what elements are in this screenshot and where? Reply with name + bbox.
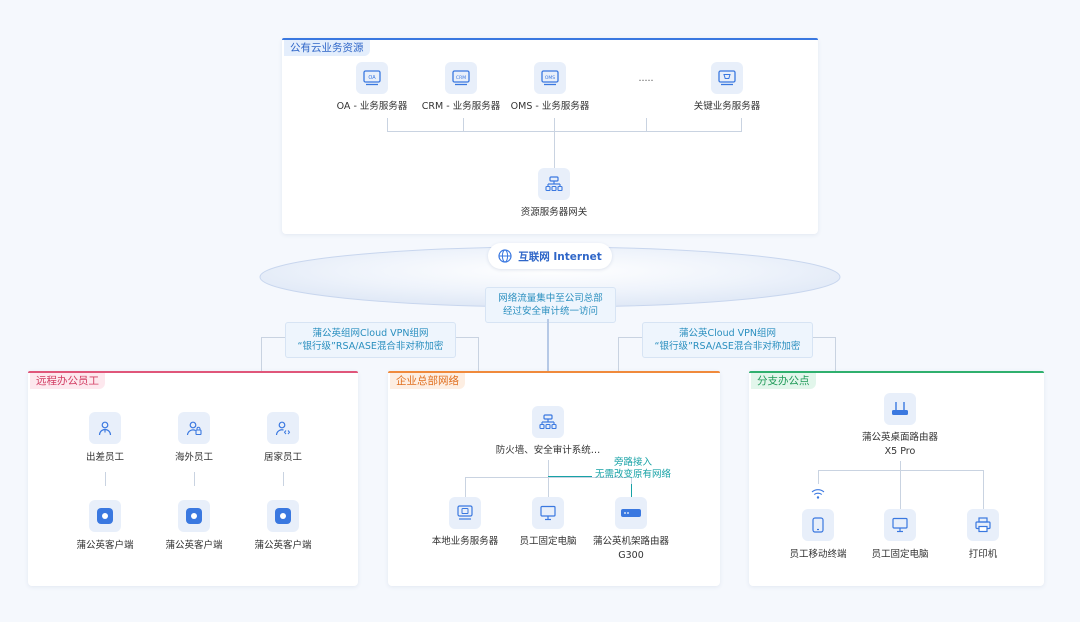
desktop-router-label: 蒲公英桌面路由器 X5 Pro [862, 431, 938, 459]
overseas-user-label: 海外员工 [174, 452, 214, 463]
bypass-line [548, 476, 592, 477]
branch-desktop-label: 员工固定电脑 [871, 549, 929, 560]
branch-panel: 分支办公点 [749, 371, 1044, 586]
bypass-line2: 无需改变原有网络 [594, 469, 672, 480]
home-user-label: 居家员工 [263, 452, 303, 463]
server-ellipsis: ..... [638, 73, 654, 84]
cloud-bus-crm-drop [463, 118, 464, 131]
hq-tag: 企业总部网络 [390, 373, 465, 389]
oa-server-icon[interactable]: OA [356, 62, 388, 94]
vpn-right-callout: 蒲公英Cloud VPN组网 “银行级”RSA/ASE混合非对称加密 [642, 322, 813, 358]
branch-panel-bar [749, 371, 1044, 373]
bypass-note: 旁路接入 无需改变原有网络 [595, 457, 671, 481]
overseas-user-icon[interactable] [178, 412, 210, 444]
gateway-label: 资源服务器网关 [520, 207, 588, 218]
vpn-right-connector-lv [618, 337, 619, 372]
bypass-line-v [631, 484, 632, 497]
vpn-right-connector-rv [835, 337, 836, 372]
remote-link-1 [105, 472, 106, 486]
branch-trunk [900, 461, 901, 509]
internet-note: 网络流量集中至公司总部 经过安全审计统一访问 [485, 287, 616, 323]
travel-user-label: 出差员工 [85, 452, 125, 463]
oms-server-label: OMS - 业务服务器 [510, 101, 590, 112]
remote-tag: 远程办公员工 [30, 373, 105, 389]
remote-link-2 [194, 472, 195, 486]
vpn-left-line2: “银行级”RSA/ASE混合非对称加密 [297, 341, 444, 352]
globe-icon [498, 249, 512, 263]
pgy-client-label-1: 蒲公英客户端 [76, 540, 134, 551]
remote-panel-bar [28, 371, 358, 373]
pgy-client-label-2: 蒲公英客户端 [165, 540, 223, 551]
crm-icon-text: CRM [456, 75, 466, 81]
key-server-icon[interactable] [711, 62, 743, 94]
remote-link-3 [283, 472, 284, 486]
local-server-icon[interactable] [449, 497, 481, 529]
internet-pill[interactable]: 互联网 Internet [488, 243, 612, 269]
firewall-icon[interactable] [532, 406, 564, 438]
hq-desktop-icon[interactable] [532, 497, 564, 529]
remote-panel: 远程办公员工 [28, 371, 358, 586]
crm-server-label: CRM - 业务服务器 [421, 101, 501, 112]
rack-router-name: 蒲公英机架路由器 [592, 536, 670, 547]
wifi-icon [811, 489, 825, 499]
oa-icon-text: OA [368, 75, 376, 81]
hq-bus-drop-2 [548, 477, 549, 497]
gateway-icon[interactable] [538, 168, 570, 200]
cloud-bus-to-gateway [554, 118, 555, 168]
vpn-left-connector-r [454, 337, 478, 338]
branch-drop-3 [983, 470, 984, 509]
crm-server-icon[interactable]: CRM [445, 62, 477, 94]
vpn-right-line1: 蒲公英Cloud VPN组网 [679, 328, 776, 339]
hq-trunk-line [547, 319, 549, 371]
cloud-bus [387, 131, 742, 132]
branch-desktop-icon[interactable] [884, 509, 916, 541]
cloud-bus-right-drop [646, 118, 647, 131]
desktop-router-model: X5 Pro [884, 446, 916, 457]
cloud-tag: 公有云业务资源 [284, 40, 370, 56]
vpn-left-connector-h [261, 337, 285, 338]
rack-router-icon[interactable] [615, 497, 647, 529]
printer-label: 打印机 [968, 549, 998, 560]
bypass-line1: 旁路接入 [613, 457, 653, 468]
key-server-label: 关键业务服务器 [693, 101, 761, 112]
travel-user-icon[interactable] [89, 412, 121, 444]
cloud-bus-key-drop [741, 118, 742, 131]
vpn-right-line2: “银行级”RSA/ASE混合非对称加密 [654, 341, 801, 352]
branch-bus [818, 470, 983, 471]
pgy-client-icon-3[interactable] [267, 500, 299, 532]
hq-trunk-down [548, 460, 549, 478]
hq-panel-bar [388, 371, 720, 373]
hq-desktop-label: 员工固定电脑 [519, 536, 577, 547]
desktop-router-icon[interactable] [884, 393, 916, 425]
mobile-terminal-label: 员工移动终端 [789, 549, 847, 560]
vpn-left-connector-rv [478, 337, 479, 372]
vpn-right-connector-l [618, 337, 642, 338]
internet-note-line2: 经过安全审计统一访问 [502, 306, 598, 317]
desktop-router-name: 蒲公英桌面路由器 [861, 432, 939, 443]
vpn-left-callout: 蒲公英组网Cloud VPN组网 “银行级”RSA/ASE混合非对称加密 [285, 322, 456, 358]
internet-label: 互联网 Internet [518, 250, 602, 263]
pgy-client-icon-2[interactable] [178, 500, 210, 532]
local-server-label: 本地业务服务器 [431, 536, 499, 547]
oms-icon-text: OMS [545, 75, 555, 81]
branch-tag: 分支办公点 [751, 373, 816, 389]
firewall-label: 防火墙、安全审计系统… [495, 445, 601, 456]
branch-drop-1 [818, 470, 819, 484]
oa-server-label: OA - 业务服务器 [336, 101, 408, 112]
internet-note-line1: 网络流量集中至公司总部 [498, 293, 603, 304]
oms-server-icon[interactable]: OMS [534, 62, 566, 94]
rack-router-label: 蒲公英机架路由器 G300 [593, 535, 669, 563]
cloud-panel-bar [282, 38, 818, 40]
vpn-left-connector [261, 337, 262, 372]
cloud-bus-left-drop [387, 118, 388, 131]
vpn-right-connector-r [811, 337, 835, 338]
pgy-client-icon-1[interactable] [89, 500, 121, 532]
pgy-client-label-3: 蒲公英客户端 [254, 540, 312, 551]
printer-icon[interactable] [967, 509, 999, 541]
home-user-icon[interactable] [267, 412, 299, 444]
rack-router-model: G300 [618, 550, 644, 561]
mobile-terminal-icon[interactable] [802, 509, 834, 541]
hq-bus-drop-1 [465, 477, 466, 497]
vpn-left-line1: 蒲公英组网Cloud VPN组网 [312, 328, 429, 339]
